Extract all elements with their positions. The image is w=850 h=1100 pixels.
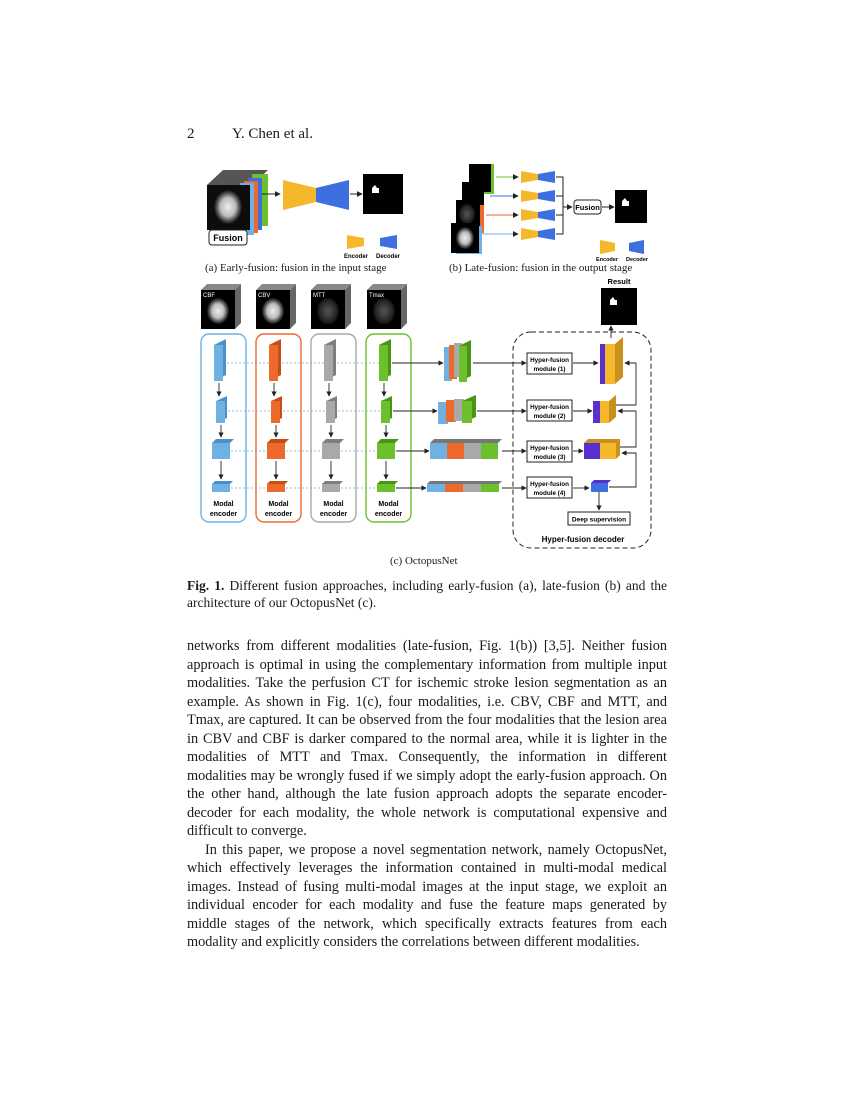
encoder-feature-blocks (212, 339, 399, 492)
svg-text:Decoder: Decoder (376, 254, 401, 260)
panel-b: Fusion Encoder Decoder (451, 164, 649, 263)
svg-text:Modal: Modal (268, 501, 288, 508)
deep-supervision-box: Deep supervision (567, 511, 631, 526)
svg-text:Fusion: Fusion (213, 233, 243, 243)
svg-text:module (4): module (4) (534, 490, 566, 497)
decoder-shape (316, 180, 349, 210)
page-number: 2 (187, 126, 195, 142)
caption-panel-c: (c) OctopusNet (390, 555, 458, 567)
modality-image-tmax: Tmax (367, 284, 407, 329)
modal-encoder-cbv (255, 333, 302, 523)
result-image: Result (601, 277, 637, 325)
hyper-fusion-module-2: Hyper-fusion module (2) (526, 399, 573, 422)
figure-caption-label: Fig. 1. (187, 578, 225, 593)
svg-text:encoder: encoder (375, 511, 403, 518)
encoder-shape (283, 180, 316, 210)
svg-text:Hyper-fusion: Hyper-fusion (530, 357, 569, 364)
svg-text:module (1): module (1) (534, 366, 566, 373)
input-image-stack (451, 164, 494, 254)
paragraph: In this paper, we propose a novel segmen… (187, 841, 667, 951)
svg-text:Tmax: Tmax (369, 293, 384, 299)
svg-text:MTT: MTT (313, 293, 326, 299)
figure-caption: Fig. 1. Different fusion approaches, inc… (187, 577, 667, 611)
parallel-encoder-decoders (482, 171, 573, 240)
paragraph: networks from different modalities (late… (187, 638, 667, 839)
modal-encoder-tmax (365, 333, 412, 523)
svg-text:Modal: Modal (378, 501, 398, 508)
legend-a: Encoder Decoder (344, 235, 401, 260)
decoder-blocks (584, 337, 623, 492)
svg-text:Deep supervision: Deep supervision (572, 517, 626, 524)
svg-text:Encoder: Encoder (596, 257, 619, 263)
concatenated-features (427, 340, 502, 492)
hyper-fusion-module-4: Hyper-fusion module (4) (526, 476, 573, 499)
modality-image-mtt: MTT (311, 284, 351, 329)
body-text: networks from different modalities (late… (187, 637, 667, 952)
modality-input-images: CBF CBV MTT Tmax (201, 284, 407, 329)
output-segmentation-image (615, 190, 647, 223)
caption-panel-b: (b) Late-fusion: fusion in the output st… (449, 262, 633, 274)
modality-image-cbv: CBV (256, 284, 296, 329)
panel-a: Fusion Encoder Decoder (207, 170, 403, 260)
modal-encoder-cbf (200, 333, 247, 523)
svg-text:encoder: encoder (265, 511, 293, 518)
hyper-fusion-module-3: Hyper-fusion module (3) (526, 440, 573, 463)
svg-text:Encoder: Encoder (344, 254, 369, 260)
svg-text:Modal: Modal (323, 501, 343, 508)
svg-text:CBF: CBF (203, 293, 215, 299)
stacked-input-images (207, 170, 268, 235)
modality-image-cbf: CBF (201, 284, 241, 329)
svg-text:encoder: encoder (210, 511, 238, 518)
output-segmentation-image (363, 174, 403, 214)
fusion-box: Fusion (208, 229, 248, 246)
svg-text:Decoder: Decoder (626, 257, 649, 263)
svg-text:CBV: CBV (258, 293, 270, 299)
svg-text:encoder: encoder (320, 511, 348, 518)
panel-c: CBF CBV MTT Tmax (200, 277, 652, 549)
svg-text:Fusion: Fusion (575, 203, 600, 212)
svg-text:Hyper-fusion: Hyper-fusion (530, 445, 569, 452)
svg-text:Modal: Modal (213, 501, 233, 508)
svg-text:module (3): module (3) (534, 454, 566, 461)
result-label: Result (608, 277, 631, 286)
svg-text:Hyper-fusion: Hyper-fusion (530, 481, 569, 488)
hyper-fusion-modules: Hyper-fusion module (1) Hyper-fusion mod… (526, 352, 573, 499)
hyper-fusion-decoder-box (512, 331, 652, 549)
legend-b: Encoder Decoder (596, 240, 649, 263)
figure-caption-text: Different fusion approaches, including e… (187, 578, 668, 610)
modal-encoders: Modal encoder Modal encoder Modal encode… (200, 333, 412, 523)
hyper-fusion-decoder-label: Hyper-fusion decoder (542, 535, 625, 544)
running-header-authors: Y. Chen et al. (232, 126, 313, 142)
svg-text:Hyper-fusion: Hyper-fusion (530, 404, 569, 411)
svg-text:module (2): module (2) (534, 413, 566, 420)
modal-encoder-mtt (310, 333, 357, 523)
fusion-box: Fusion (573, 199, 602, 215)
hyper-fusion-module-1: Hyper-fusion module (1) (526, 352, 573, 375)
caption-panel-a: (a) Early-fusion: fusion in the input st… (205, 262, 387, 274)
